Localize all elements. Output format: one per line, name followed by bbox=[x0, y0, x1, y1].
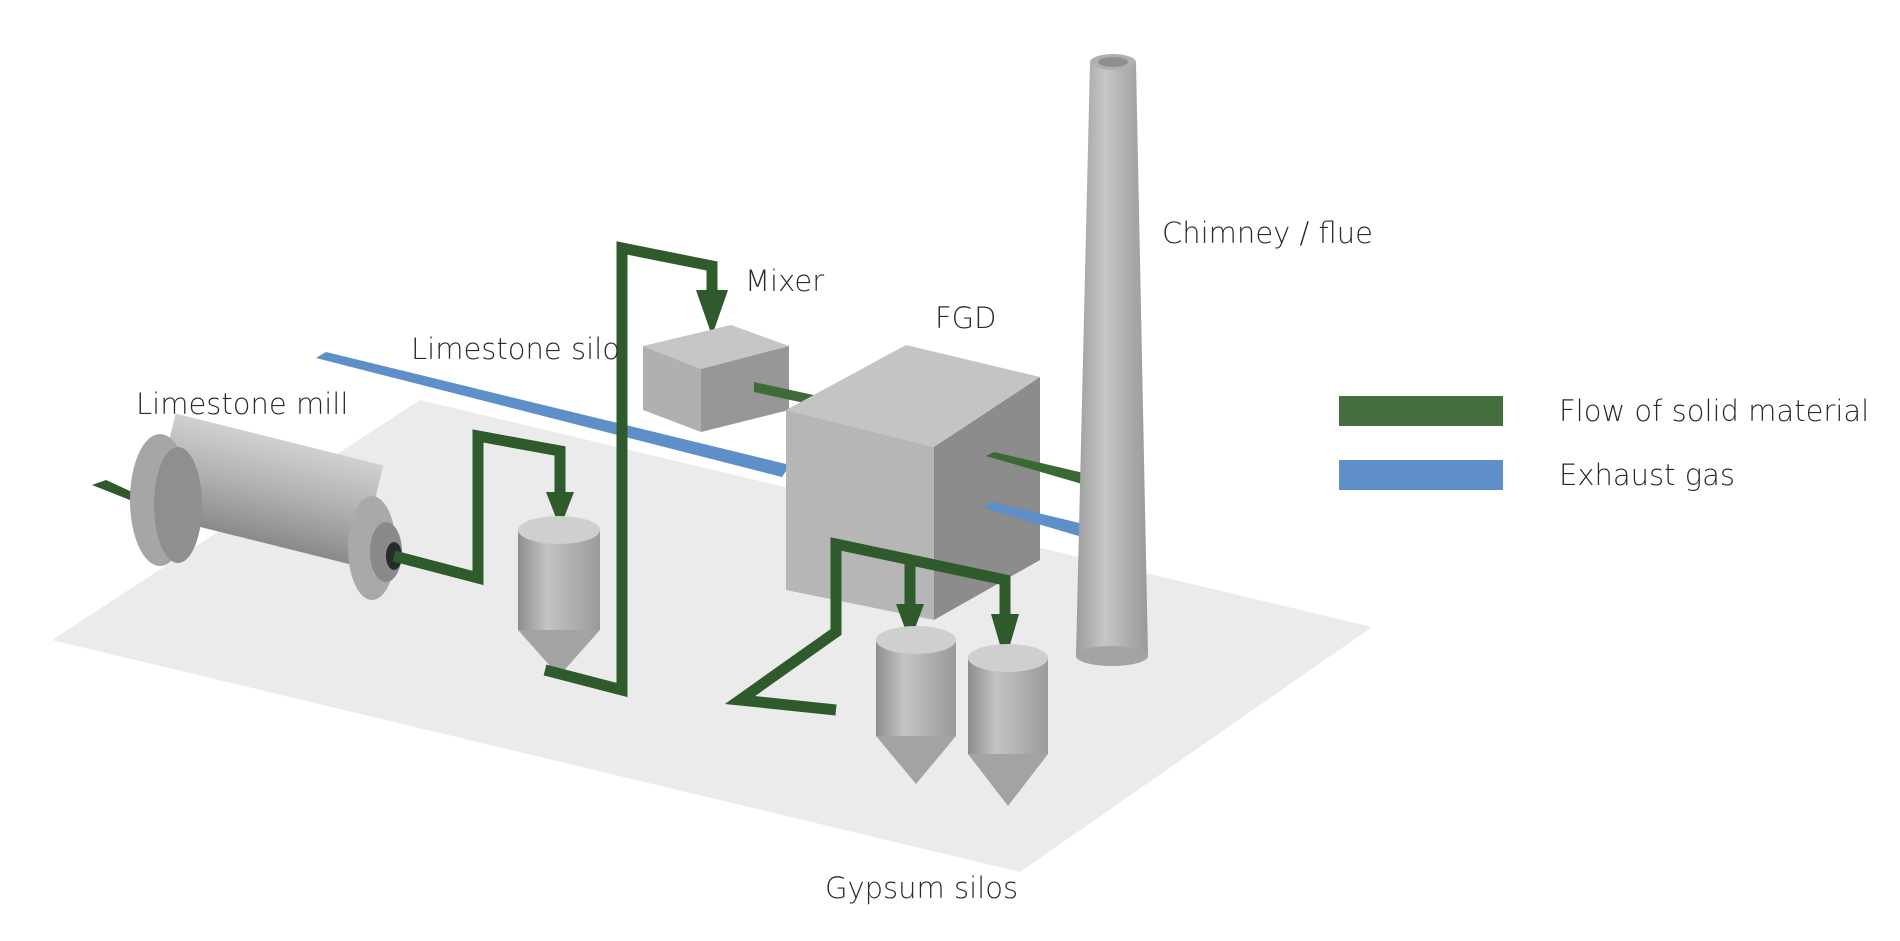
solid-flow-mill-to-silo bbox=[392, 429, 566, 586]
label-fgd: FGD bbox=[935, 301, 997, 335]
exhaust-gas-fgd-to-chimney bbox=[984, 502, 1088, 537]
arrow-into-gypsum-silo-2 bbox=[991, 614, 1019, 662]
legend-swatch-solid bbox=[1339, 396, 1503, 426]
legend-label-solid: Flow of solid material bbox=[1559, 394, 1870, 428]
arrow-into-mixer bbox=[696, 290, 728, 336]
solid-flow-silo-to-mixer bbox=[543, 241, 718, 698]
label-gypsum-silos: Gypsum silos bbox=[825, 871, 1019, 905]
limestone-silo bbox=[518, 516, 600, 676]
arrow-into-gypsum-silo-1 bbox=[896, 604, 924, 642]
mixer-box bbox=[643, 325, 789, 432]
label-chimney: Chimney / flue bbox=[1162, 216, 1374, 250]
legend-label-gas: Exhaust gas bbox=[1559, 458, 1735, 492]
fgd-box bbox=[786, 345, 1040, 620]
gypsum-silo-2 bbox=[968, 644, 1048, 806]
label-mixer: Mixer bbox=[745, 264, 825, 298]
label-limestone-silo: Limestone silo bbox=[411, 332, 620, 366]
solid-flow-fgd-to-chimney bbox=[986, 452, 1088, 484]
limestone-mill bbox=[92, 413, 402, 600]
exhaust-gas-pipe-inlet bbox=[316, 352, 790, 477]
chimney-flue bbox=[1076, 54, 1148, 666]
legend-swatch-gas bbox=[1339, 460, 1503, 490]
arrow-into-limestone-silo bbox=[546, 492, 574, 528]
solid-flow-mixer-to-fgd bbox=[754, 382, 818, 406]
gypsum-silo-1 bbox=[876, 626, 956, 784]
label-limestone-mill: Limestone mill bbox=[136, 387, 349, 421]
solid-flow-fgd-to-gypsum bbox=[724, 537, 1011, 716]
